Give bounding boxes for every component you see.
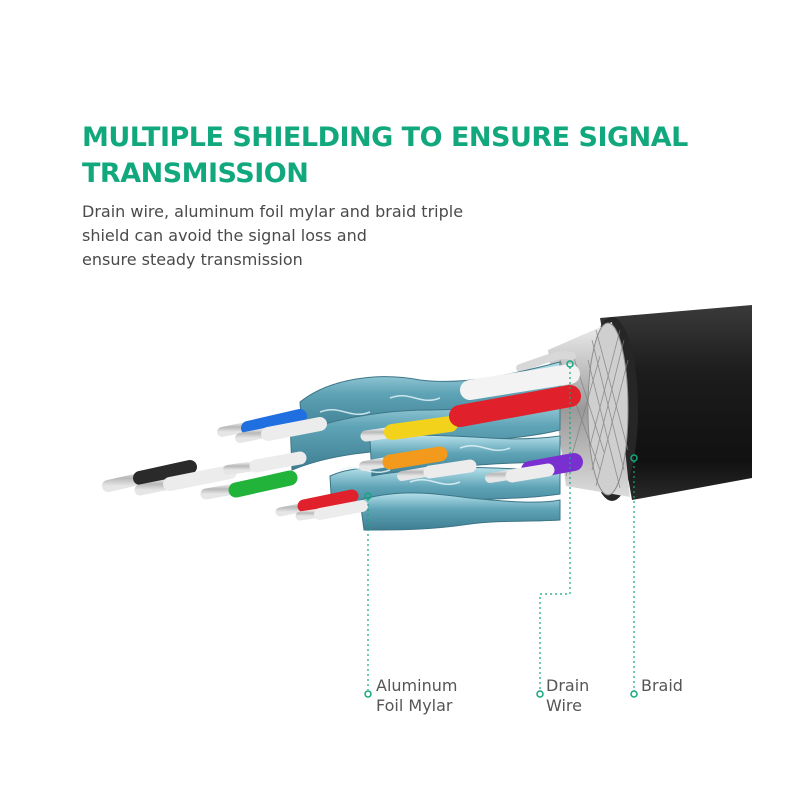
wire-green: [200, 470, 298, 500]
headline-line-1: MULTIPLE SHIELDING TO ENSURE SIGNAL: [82, 122, 688, 153]
wire-red-large: [449, 385, 581, 427]
wire-white-5: [460, 364, 580, 400]
headline: MULTIPLE SHIELDING TO ENSURE SIGNAL TRAN…: [82, 120, 722, 192]
wire-white-7: [485, 463, 555, 483]
wire-white-2: [235, 417, 327, 443]
leader-line-braid: [630, 454, 638, 698]
headline-line-2: TRANSMISSION: [82, 158, 309, 189]
description-line-1: Drain wire, aluminum foil mylar and brai…: [82, 202, 464, 221]
wire-black: [102, 460, 197, 492]
wire-white-3: [223, 451, 307, 475]
drain-wire: [516, 351, 576, 372]
leader-line-foil: [364, 492, 372, 698]
callout-drain-wire: Drain Wire: [546, 676, 589, 716]
wire-blue: [217, 409, 307, 437]
callout-foil-line-1: Aluminum: [376, 676, 458, 695]
wire-white-4: [295, 500, 368, 521]
description-line-2: shield can avoid the signal loss and: [82, 226, 367, 245]
leader-line-drain: [536, 360, 574, 698]
callout-braid-line-1: Braid: [641, 676, 683, 695]
callout-drain-line-1: Drain: [546, 676, 590, 695]
callout-braid: Braid: [641, 676, 683, 696]
description-line-3: ensure steady transmission: [82, 250, 303, 269]
description: Drain wire, aluminum foil mylar and brai…: [82, 200, 562, 272]
wire-white-6: [397, 459, 477, 481]
callout-aluminum-foil-mylar: Aluminum Foil Mylar: [376, 676, 457, 716]
wire-white-1: [134, 465, 237, 496]
callout-drain-line-2: Wire: [546, 696, 582, 715]
wire-red-small: [275, 489, 359, 517]
wire-yellow: [360, 416, 458, 442]
wire-orange: [359, 446, 448, 471]
callout-foil-line-2: Foil Mylar: [376, 696, 453, 715]
